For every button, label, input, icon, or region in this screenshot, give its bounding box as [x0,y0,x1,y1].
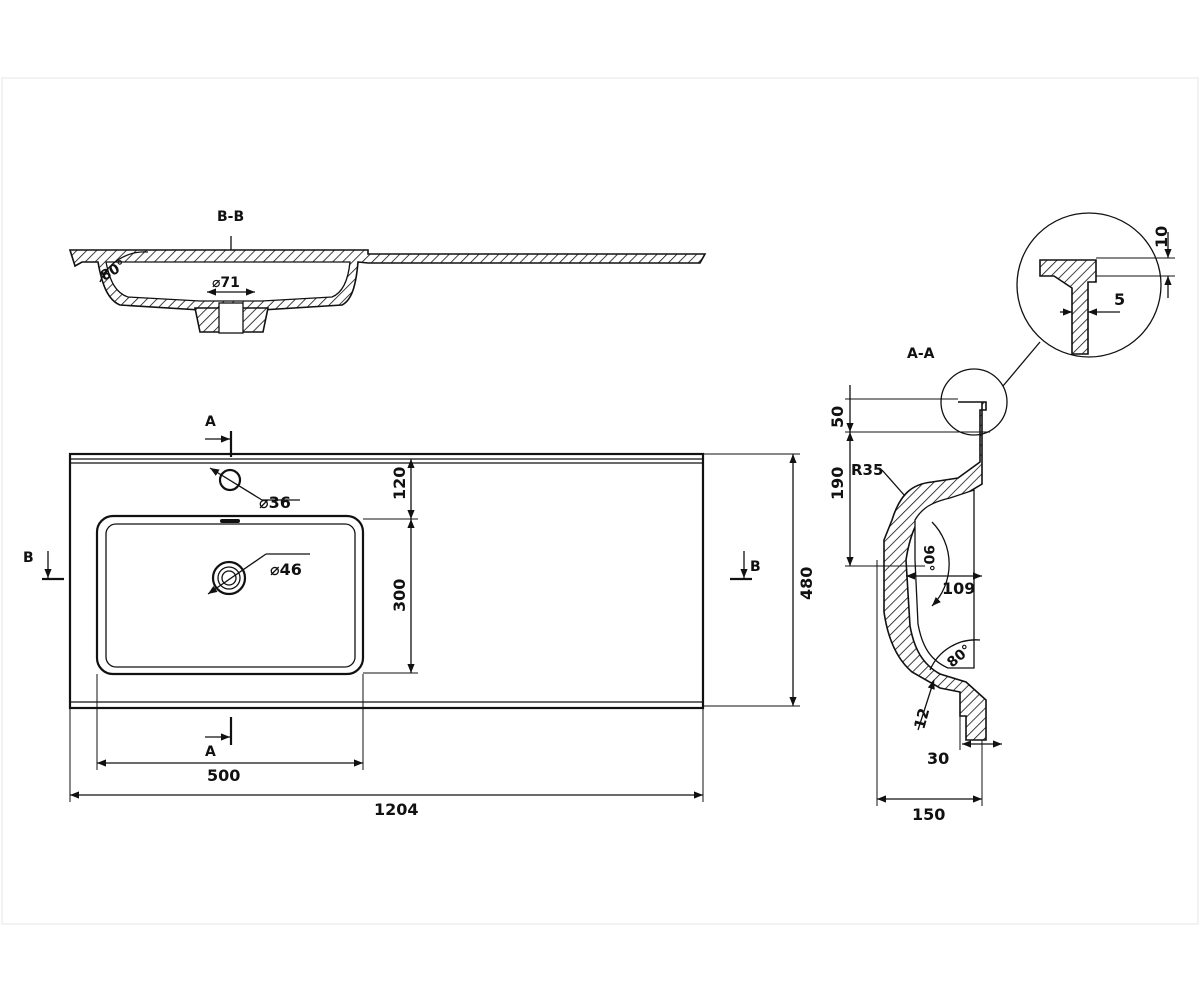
plan-tap-hole [218,468,242,492]
aa-detail-10: 10 [1152,226,1171,248]
aa-detail-hatch [1039,259,1097,355]
aa-dim-150: 150 [912,805,945,824]
plan-tap-hole-leader [209,467,263,501]
aa-wall: 12 [910,706,933,731]
plan-drain-leader [207,553,267,595]
aa-radius: R35 [851,461,883,479]
plan-dim-120: 120 [390,467,409,500]
section-bb: B-B 80° ⌀71 [68,209,707,334]
aa-detail-callout-leader [1002,341,1041,387]
aa-angle-upper-arc [931,521,950,607]
aa-detail-5: 5 [1114,290,1125,309]
plan-section-b-right: B [750,559,761,575]
plan-dim-480: 480 [797,567,816,600]
section-bb-title: B-B [217,209,244,225]
plan-dim-1204: 1204 [374,800,419,819]
plan-drain-hole-label: ⌀46 [270,560,302,579]
plan-drain-hole-mid [217,566,241,590]
aa-angle-upper: 90° [920,545,936,571]
plan-outline [68,452,705,710]
plan-overflow-slot [220,519,240,523]
aa-wall-leader [917,679,935,731]
plan-section-b-left: B [23,550,34,566]
plan-view: ⌀36 ⌀46 A A B B 120 300 4 [23,414,816,819]
aa-radius-leader [881,469,906,497]
aa-detail-callout-circle [940,368,1008,436]
section-bb-angle-arc [99,251,149,283]
plan-dim-300: 300 [390,579,409,612]
aa-detail: 10 5 [1016,212,1175,358]
section-aa-title: A-A [907,346,935,362]
section-aa: A-A 50 190 R35 90° 109 80° 12 30 150 [828,212,1175,824]
aa-dim-50: 50 [828,406,847,428]
section-bb-drain-diameter: ⌀71 [212,275,240,291]
plan-bowl-inner [105,523,356,668]
aa-dim-30: 30 [927,749,949,768]
plan-dim-500: 500 [207,766,240,785]
aa-angle-lower-arc [929,639,981,671]
plan-drain-hole-inner [221,570,237,586]
section-bb-inner-void [105,261,351,302]
plan-section-a-bottom: A [205,744,216,760]
aa-detail-circle [1016,212,1162,358]
aa-dim-109: 109 [942,579,975,598]
plan-bowl-outer [95,514,365,676]
aa-dim-190: 190 [828,467,847,500]
plan-section-a-top: A [205,414,216,430]
section-bb-drain-hole [218,302,244,334]
plan-tap-hole-label: ⌀36 [259,493,291,512]
page-frame [1,77,1199,925]
plan-drain-hole-outer [211,560,247,596]
